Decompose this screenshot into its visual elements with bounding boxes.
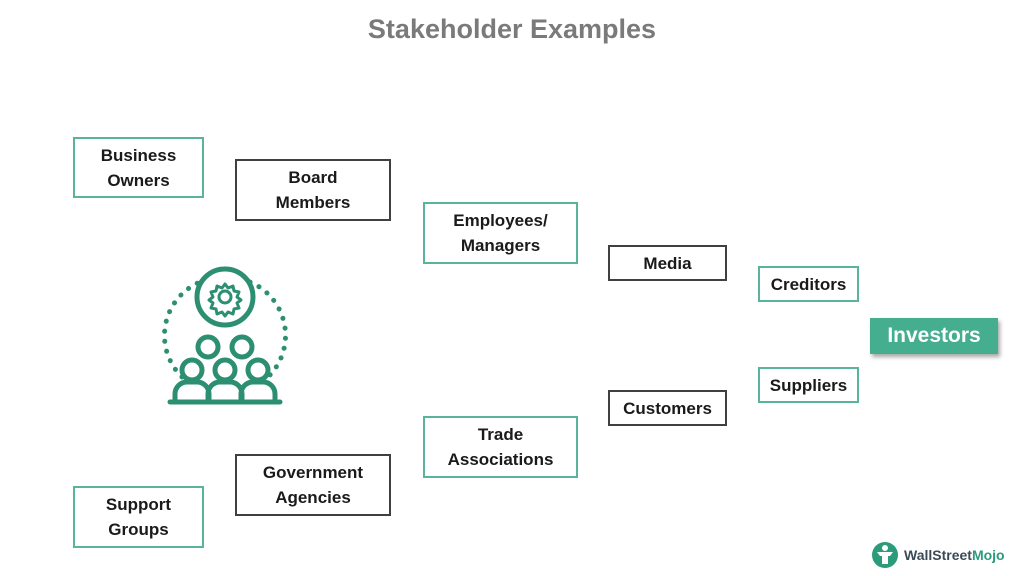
box-support-groups: Support Groups [73,486,204,548]
logo-text: WallStreetMojo [904,547,1005,563]
logo-text-part2: Street [932,547,972,563]
box-suppliers: Suppliers [758,367,859,403]
box-customers: Customers [608,390,727,426]
box-government-agencies: Government Agencies [235,454,391,516]
box-creditors: Creditors [758,266,859,302]
box-media: Media [608,245,727,281]
page-title: Stakeholder Examples [367,14,657,44]
wallstreetmojo-logo: WallStreetMojo [870,538,1005,572]
box-business-owners: Business Owners [73,137,204,198]
box-board-members: Board Members [235,159,391,221]
stakeholder-group-icon [162,266,288,405]
wallstreetmojo-logo-icon [872,542,898,568]
box-trade-associations: Trade Associations [423,416,578,478]
logo-text-part1: Wall [904,547,933,563]
box-investors: Investors [870,318,998,354]
logo-text-part3: Mojo [971,547,1005,563]
box-employees-managers: Employees/ Managers [423,202,578,264]
